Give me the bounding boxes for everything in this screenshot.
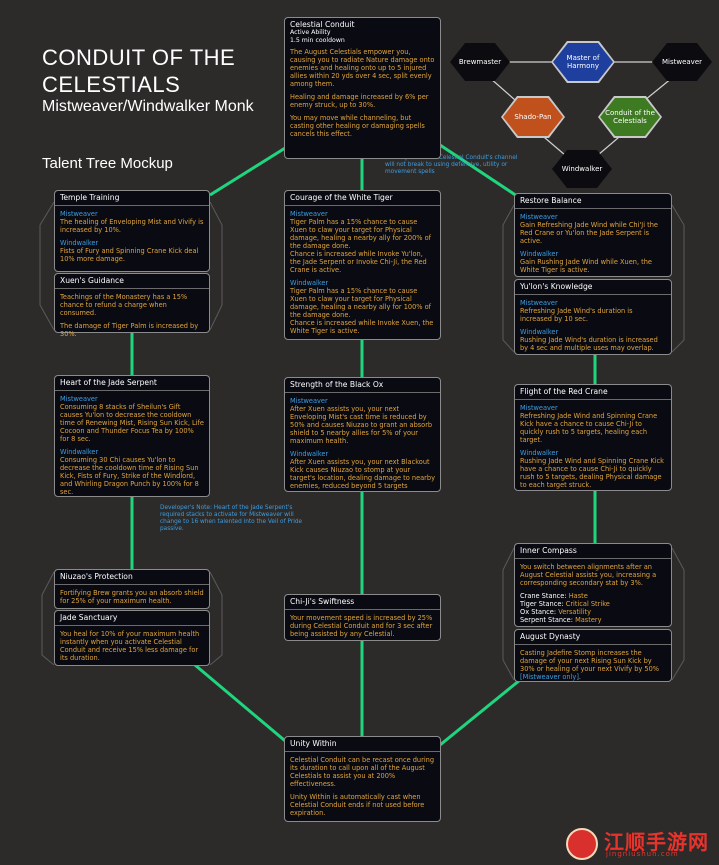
spec-label-mistweaver: Mistweaver: [520, 213, 558, 221]
card-text: You heal for 10% of your maximum health …: [60, 630, 200, 662]
talent-card-chijis-swiftness[interactable]: Chi-Ji's Swiftness Your movement speed i…: [284, 594, 441, 641]
card-text: The August Celestials empower you, causi…: [290, 48, 435, 88]
card-text: After Xuen assists you, your next Envelo…: [290, 405, 433, 445]
talent-card-flight-red-crane[interactable]: Flight of the Red Crane Mistweaver Refre…: [514, 384, 672, 491]
talent-card-heart-jade-serpent[interactable]: Heart of the Jade Serpent Mistweaver Con…: [54, 375, 210, 497]
card-text: Fists of Fury and Spinning Crane Kick de…: [60, 247, 199, 263]
talent-card-xuens-guidance[interactable]: Xuen's Guidance Teachings of the Monaste…: [54, 273, 210, 338]
card-text: Refreshing Jade Wind's duration is incre…: [520, 307, 633, 323]
card-text: Gain Rushing Jade Wind while Xuen, the W…: [520, 258, 652, 274]
mistweaver-only-tag: [Mistweaver only]: [520, 673, 579, 681]
spec-label-windwalker: Windwalker: [290, 450, 329, 458]
card-title: Strength of the Black Ox: [285, 378, 440, 393]
card-title: Courage of the White Tiger: [285, 191, 440, 206]
card-text: The healing of Enveloping Mist and Vivif…: [60, 218, 204, 234]
talent-card-courage-white-tiger[interactable]: Courage of the White Tiger Mistweaver Ti…: [284, 190, 441, 340]
talent-card-yulons-knowledge[interactable]: Yu'lon's Knowledge Mistweaver Refreshing…: [514, 279, 672, 355]
green-connectors: [130, 143, 597, 747]
spec-label-windwalker: Windwalker: [520, 250, 559, 258]
talent-card-august-dynasty[interactable]: August Dynasty Casting Jadefire Stomp in…: [514, 629, 672, 682]
mockup-label: Talent Tree Mockup: [42, 155, 173, 172]
card-text: Your movement speed is increased by 25% …: [290, 614, 433, 638]
card-title: Heart of the Jade Serpent: [55, 376, 209, 391]
spec-label-mistweaver: Mistweaver: [290, 397, 328, 405]
spec-label-mistweaver: Mistweaver: [520, 299, 558, 307]
card-text: Unity Within is automatically cast when …: [290, 793, 425, 817]
talent-card-temple-training[interactable]: Temple Training Mistweaver The healing o…: [54, 190, 210, 272]
spec-label-windwalker: Windwalker: [60, 448, 99, 456]
card-title: Celestial Conduit: [290, 20, 355, 29]
spec-label-mistweaver: Mistweaver: [520, 404, 558, 412]
spec-label-windwalker: Windwalker: [520, 328, 559, 336]
card-text: You may move while channeling, but casti…: [290, 114, 425, 138]
developer-note-jade-serpent: Developer's Note: Heart of the Jade Serp…: [160, 505, 303, 532]
watermark-text: 江顺手游网: [604, 830, 709, 854]
spec-label-windwalker: Windwalker: [520, 449, 559, 457]
card-title: Inner Compass: [515, 544, 671, 559]
spec-label-mistweaver: Mistweaver: [290, 210, 328, 218]
stance-serpent: Serpent Stance: Mastery: [520, 616, 602, 624]
card-title: Unity Within: [285, 737, 440, 752]
card-meta-cooldown: 1.5 min cooldown: [290, 36, 345, 44]
card-text: Fortifying Brew grants you an absorb shi…: [60, 589, 204, 605]
spec-label-mistweaver: Mistweaver: [60, 210, 98, 218]
card-text: The damage of Tiger Palm is increased by…: [60, 322, 199, 338]
card-title: Restore Balance: [515, 194, 671, 209]
card-title: Chi-Ji's Swiftness: [285, 595, 440, 610]
card-text: Chance is increased while Invoke Xuen, t…: [290, 319, 434, 335]
stance-tiger: Tiger Stance: Critical Strike: [520, 600, 610, 608]
card-title: Yu'lon's Knowledge: [515, 280, 671, 295]
talent-card-niuzaos-protection[interactable]: Niuzao's Protection Fortifying Brew gran…: [54, 569, 210, 609]
card-text: Refreshing Jade Wind and Spinning Crane …: [520, 412, 658, 444]
developer-note-channel: Developer's Note: Celestial Conduit's ch…: [385, 155, 518, 175]
card-title: Temple Training: [55, 191, 209, 206]
card-text: You switch between alignments after an A…: [520, 563, 657, 587]
card-text: Tiger Palm has a 15% chance to cause Xue…: [290, 287, 431, 319]
card-text: Chance is increased while Invoke Yu'lon,…: [290, 250, 427, 274]
card-text: Teachings of the Monastery has a 15% cha…: [60, 293, 188, 317]
spec-label-windwalker: Windwalker: [290, 279, 329, 287]
watermark-url: jingniushun.com: [606, 850, 679, 858]
hex-outlines: [39, 201, 685, 681]
talent-card-strength-black-ox[interactable]: Strength of the Black Ox Mistweaver Afte…: [284, 377, 441, 492]
card-text: Rushing Jade Wind and Spinning Crane Kic…: [520, 457, 665, 489]
talent-card-restore-balance[interactable]: Restore Balance Mistweaver Gain Refreshi…: [514, 193, 672, 277]
card-title: Xuen's Guidance: [55, 274, 209, 289]
stance-ox: Ox Stance: Versatility: [520, 608, 592, 616]
talent-card-jade-sanctuary[interactable]: Jade Sanctuary You heal for 10% of your …: [54, 610, 210, 666]
spec-label-mistweaver: Mistweaver: [60, 395, 98, 403]
card-text: Consuming 30 Chi causes Yu'lon to decrea…: [60, 456, 199, 496]
card-text: After Xuen assists you, your next Blacko…: [290, 458, 435, 490]
card-text: Tiger Palm has a 15% chance to cause Xue…: [290, 218, 431, 250]
card-text: Consuming 8 stacks of Sheilun's Gift cau…: [60, 403, 204, 443]
talent-card-celestial-conduit[interactable]: Celestial Conduit Active Ability 1.5 min…: [284, 17, 441, 159]
card-title: August Dynasty: [515, 630, 671, 645]
card-text: Celestial Conduit can be recast once dur…: [290, 756, 435, 788]
page-title: CONDUIT OF THE CELESTIALS: [42, 45, 236, 97]
card-text: Casting Jadefire Stomp increases the dam…: [520, 649, 660, 681]
talent-card-unity-within[interactable]: Unity Within Celestial Conduit can be re…: [284, 736, 441, 822]
card-title: Jade Sanctuary: [55, 611, 209, 626]
watermark-logo-icon: [566, 828, 598, 860]
page-subtitle: Mistweaver/Windwalker Monk: [42, 98, 254, 115]
card-meta-type: Active Ability: [290, 29, 331, 36]
talent-card-inner-compass[interactable]: Inner Compass You switch between alignme…: [514, 543, 672, 627]
card-title: Niuzao's Protection: [55, 570, 209, 585]
stance-crane: Crane Stance: Haste: [520, 592, 588, 600]
spec-label-windwalker: Windwalker: [60, 239, 99, 247]
card-text: Healing and damage increased by 6% per e…: [290, 93, 429, 109]
card-title: Flight of the Red Crane: [515, 385, 671, 400]
card-text: Rushing Jade Wind's duration is increase…: [520, 336, 658, 352]
card-text: Gain Refreshing Jade Wind while Chi'Ji t…: [520, 221, 658, 245]
site-watermark: 江顺手游网 jingniushun.com: [566, 826, 716, 862]
